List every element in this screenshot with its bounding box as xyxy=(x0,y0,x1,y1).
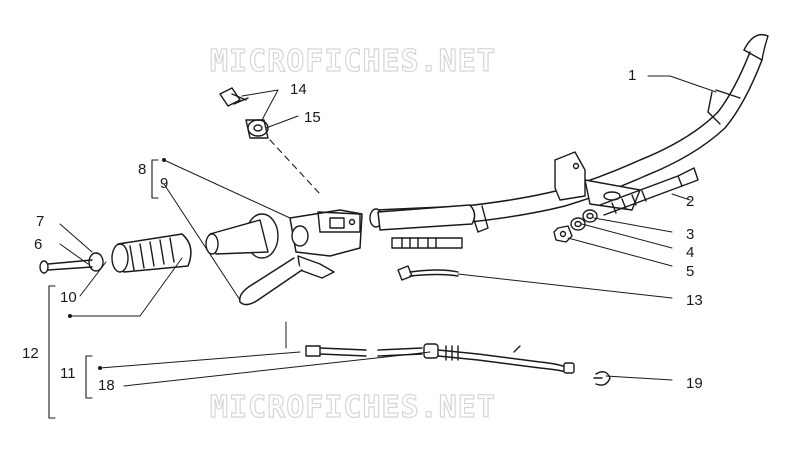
handlebar-tube xyxy=(369,33,769,233)
brake-lever xyxy=(238,257,303,306)
callout-13: 13 xyxy=(686,292,703,309)
callout-18: 18 xyxy=(98,377,115,394)
callout-9: 9 xyxy=(160,175,169,192)
watermark-bottom: MICROFICHES.NET xyxy=(209,389,496,425)
clamp-bolt xyxy=(599,167,699,216)
small-cable xyxy=(397,265,459,281)
hose-fitting xyxy=(391,237,463,249)
callout-19: 19 xyxy=(686,375,703,392)
banjo-bolt xyxy=(219,87,321,195)
callout-6: 6 xyxy=(34,236,43,253)
callout-15: 15 xyxy=(304,109,321,126)
watermark-top: MICROFICHES.NET xyxy=(209,43,496,79)
callout-8: 8 xyxy=(138,161,147,178)
callout-2: 2 xyxy=(686,193,695,210)
callout-14: 14 xyxy=(290,81,307,98)
callout-1: 1 xyxy=(628,67,637,84)
callout-3: 3 xyxy=(686,226,695,243)
throttle-cable xyxy=(305,343,575,374)
handlebar-grip xyxy=(39,233,192,274)
callout-11: 11 xyxy=(60,365,76,382)
callout-7: 7 xyxy=(36,213,45,230)
callout-10: 10 xyxy=(60,289,77,306)
master-cylinder xyxy=(205,209,363,279)
callout-4: 4 xyxy=(686,244,695,261)
callout-12: 12 xyxy=(22,345,39,362)
callout-5: 5 xyxy=(686,263,695,280)
hose-clip xyxy=(593,371,611,386)
handlebar-grip-right xyxy=(377,204,476,231)
